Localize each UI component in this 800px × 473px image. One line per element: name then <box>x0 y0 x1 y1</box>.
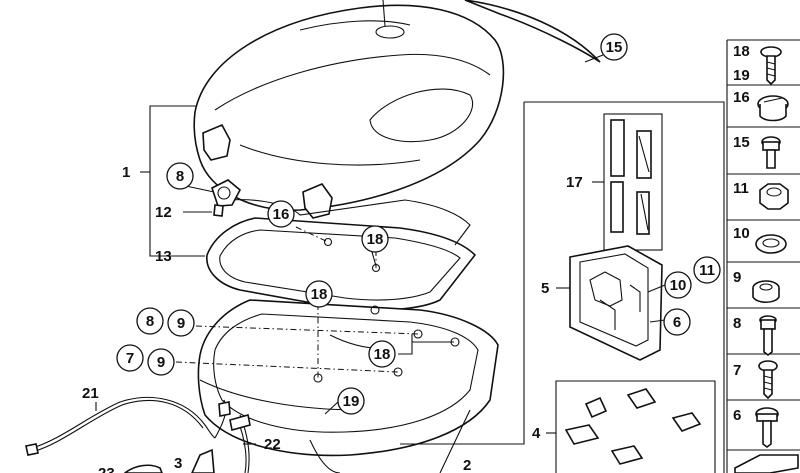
bolt-icon <box>759 315 777 356</box>
callout-9b: 9 <box>157 354 165 371</box>
sidebar-item-label: 18 <box>733 43 750 60</box>
spoiler-strip[interactable] <box>464 0 601 63</box>
sidebar-item-label: 10 <box>733 225 750 242</box>
control-unit[interactable] <box>556 245 666 361</box>
assembly-lines <box>175 226 419 378</box>
callout-23: 23 <box>98 465 115 473</box>
callout-21: 21 <box>82 385 99 402</box>
nut-icon <box>759 183 789 210</box>
bowden-cable[interactable] <box>25 396 251 473</box>
sidebar-item-label: 15 <box>733 134 750 151</box>
adhesive-pads-box <box>546 380 716 473</box>
callout-2: 2 <box>463 457 471 473</box>
callout-8b: 8 <box>146 313 154 330</box>
sidebar-item-label: 6 <box>733 407 741 424</box>
sidebar-item-label: 9 <box>733 269 741 286</box>
callout-4: 4 <box>532 425 541 442</box>
electronics-panel-box <box>460 101 725 473</box>
group-bracket <box>140 105 212 257</box>
callout-10: 10 <box>670 277 687 294</box>
top-case-lid[interactable] <box>193 0 505 219</box>
sidebar-item-sublabel: 19 <box>733 67 750 84</box>
callout-8a: 8 <box>176 168 184 185</box>
callout-18a: 18 <box>367 231 384 248</box>
callout-circles <box>116 33 721 415</box>
washer-icon <box>755 234 787 254</box>
screw-icon <box>760 46 782 86</box>
screw-icon <box>755 407 779 448</box>
callout-18c: 18 <box>374 346 391 363</box>
callout-22: 22 <box>264 436 281 453</box>
callout-18b: 18 <box>311 286 328 303</box>
callout-11: 11 <box>699 262 715 279</box>
callout-19: 19 <box>343 393 360 410</box>
callout-5: 5 <box>541 280 549 297</box>
callout-12: 12 <box>155 204 172 221</box>
release-lever[interactable] <box>123 448 215 473</box>
callout-9a: 9 <box>177 315 185 332</box>
sidebar-item-label: 7 <box>733 362 741 379</box>
lock-cylinder[interactable] <box>211 179 242 217</box>
callout-1: 1 <box>122 164 130 181</box>
sidebar-item-label: 11 <box>733 180 749 197</box>
callout-7: 7 <box>126 350 134 367</box>
sidebar-labels: 18 19 16 15 11 10 9 8 7 6 <box>733 43 750 424</box>
sidebar-item-label: 16 <box>733 89 750 106</box>
case-base-shell[interactable] <box>197 199 499 473</box>
callout-15: 15 <box>606 39 623 56</box>
small-parts-sidebar <box>726 39 800 473</box>
callout-labels: 1 2 3 4 5 6 7 8 8 9 9 10 11 12 13 15 16 … <box>82 39 715 473</box>
callout-16: 16 <box>273 206 290 223</box>
plug-icon <box>757 95 789 122</box>
sidebar-item-label: 8 <box>733 315 741 332</box>
callout-13: 13 <box>155 248 172 265</box>
callout-17: 17 <box>566 174 583 191</box>
seal-frame[interactable] <box>206 217 477 311</box>
wedge-icon <box>734 454 799 473</box>
screw-icon <box>758 360 778 400</box>
screw-icon <box>761 136 781 169</box>
callout-6: 6 <box>673 314 681 331</box>
callout-3: 3 <box>174 455 182 472</box>
grommet-icon <box>752 280 780 304</box>
leader-lines <box>95 54 604 445</box>
